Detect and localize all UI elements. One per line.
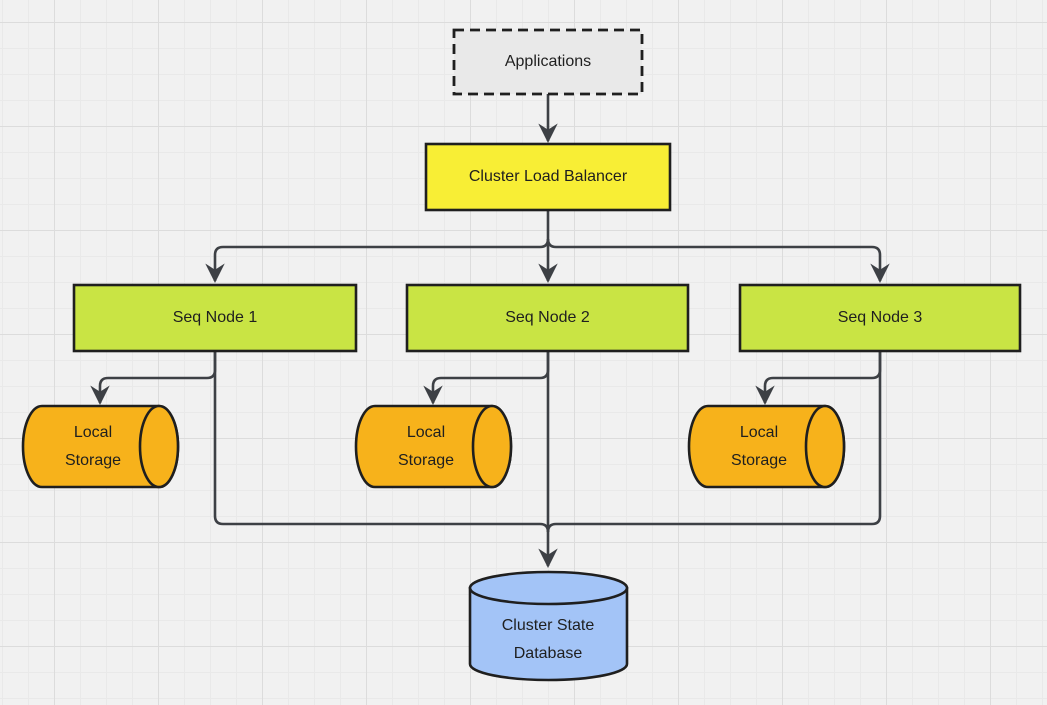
cylinder-cap [471, 404, 513, 489]
edge-load-balancer-to-seq-node-3 [546, 238, 890, 283]
node-seq-node-1-shape[interactable] [72, 283, 358, 353]
node-local-storage-2-shape[interactable] [354, 404, 513, 489]
cylinder-body [468, 586, 629, 682]
cylinder-cap [804, 404, 846, 489]
node-local-storage-1-shape[interactable] [21, 404, 180, 489]
node-cluster-state-db-shape[interactable] [468, 570, 629, 682]
edge-seq-node-2-to-local-storage-2 [423, 351, 550, 405]
edge-seq-node-1-to-local-storage-1 [90, 351, 217, 405]
node-seq-node-2-shape[interactable] [405, 283, 690, 353]
node-local-storage-3-shape[interactable] [687, 404, 846, 489]
node-load-balancer-shape[interactable] [424, 142, 672, 212]
cylinder-cap [468, 570, 629, 606]
cylinder-cap [138, 404, 180, 489]
edge-seq-node-3-to-local-storage-3 [755, 351, 882, 405]
node-seq-node-3-shape[interactable] [738, 283, 1022, 353]
edge-load-balancer-to-seq-node-1 [205, 238, 550, 283]
node-applications-shape[interactable] [452, 28, 644, 96]
